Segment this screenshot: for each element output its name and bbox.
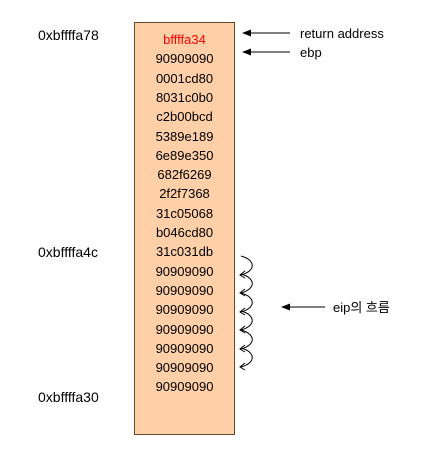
eip-flow-curve-head: [239, 344, 246, 353]
stack-cell: 682f6269: [157, 167, 212, 183]
stack-cell: 90909090: [155, 340, 214, 356]
eip-flow-label: eip의 흐름: [333, 300, 390, 315]
eip-flow-curve-head: [239, 270, 246, 279]
return-address-label: return address: [300, 26, 384, 41]
stack-cell: 90909090: [155, 263, 214, 279]
stack-cell: 90909090: [155, 51, 214, 67]
stack-cell-return-address: bffffa34: [163, 32, 206, 47]
eip-flow-curve: [240, 292, 253, 313]
stack-cell: c2b00bcd: [156, 109, 213, 125]
stack-cell: 90909090: [155, 282, 214, 298]
address-label-top: 0xbffffa78: [38, 27, 99, 43]
stack-cell: 90909090: [155, 360, 214, 376]
stack-cell: 5389e189: [155, 128, 214, 144]
eip-flow-curve: [240, 255, 253, 276]
eip-flow-curves: [239, 255, 253, 371]
eip-flow-curve: [240, 310, 253, 331]
address-label-middle: 0xbffffa4c: [38, 244, 98, 260]
stack-memory-box: bffffa34 90909090 0001cd80 8031c0b0 c2b00bcd…: [134, 22, 235, 435]
stack-cell: 90909090: [155, 321, 214, 337]
eip-flow-curve-head: [239, 288, 246, 297]
eip-flow-curve: [240, 273, 253, 294]
eip-flow-curve-head: [239, 307, 246, 316]
stack-cell: b046cd80: [155, 225, 214, 240]
stack-cell: 90909090: [155, 379, 214, 395]
stack-cell: 2f2f7368: [159, 186, 210, 202]
eip-flow-curve-head: [239, 325, 246, 334]
eip-flow-curve: [240, 329, 253, 350]
stack-cell: 31c05068: [155, 205, 214, 221]
address-label-bottom: 0xbffffa30: [38, 389, 99, 405]
eip-flow-curve: [240, 347, 253, 368]
eip-flow-curve-head: [239, 362, 246, 371]
stack-cell: 6e89e350: [155, 147, 214, 163]
stack-cell: 8031c0b0: [155, 89, 214, 105]
ebp-label: ebp: [300, 45, 322, 60]
stack-cell: 0001cd80: [155, 70, 214, 86]
stack-cell: 31c031db: [155, 244, 214, 260]
stack-cell: 90909090: [155, 302, 214, 318]
